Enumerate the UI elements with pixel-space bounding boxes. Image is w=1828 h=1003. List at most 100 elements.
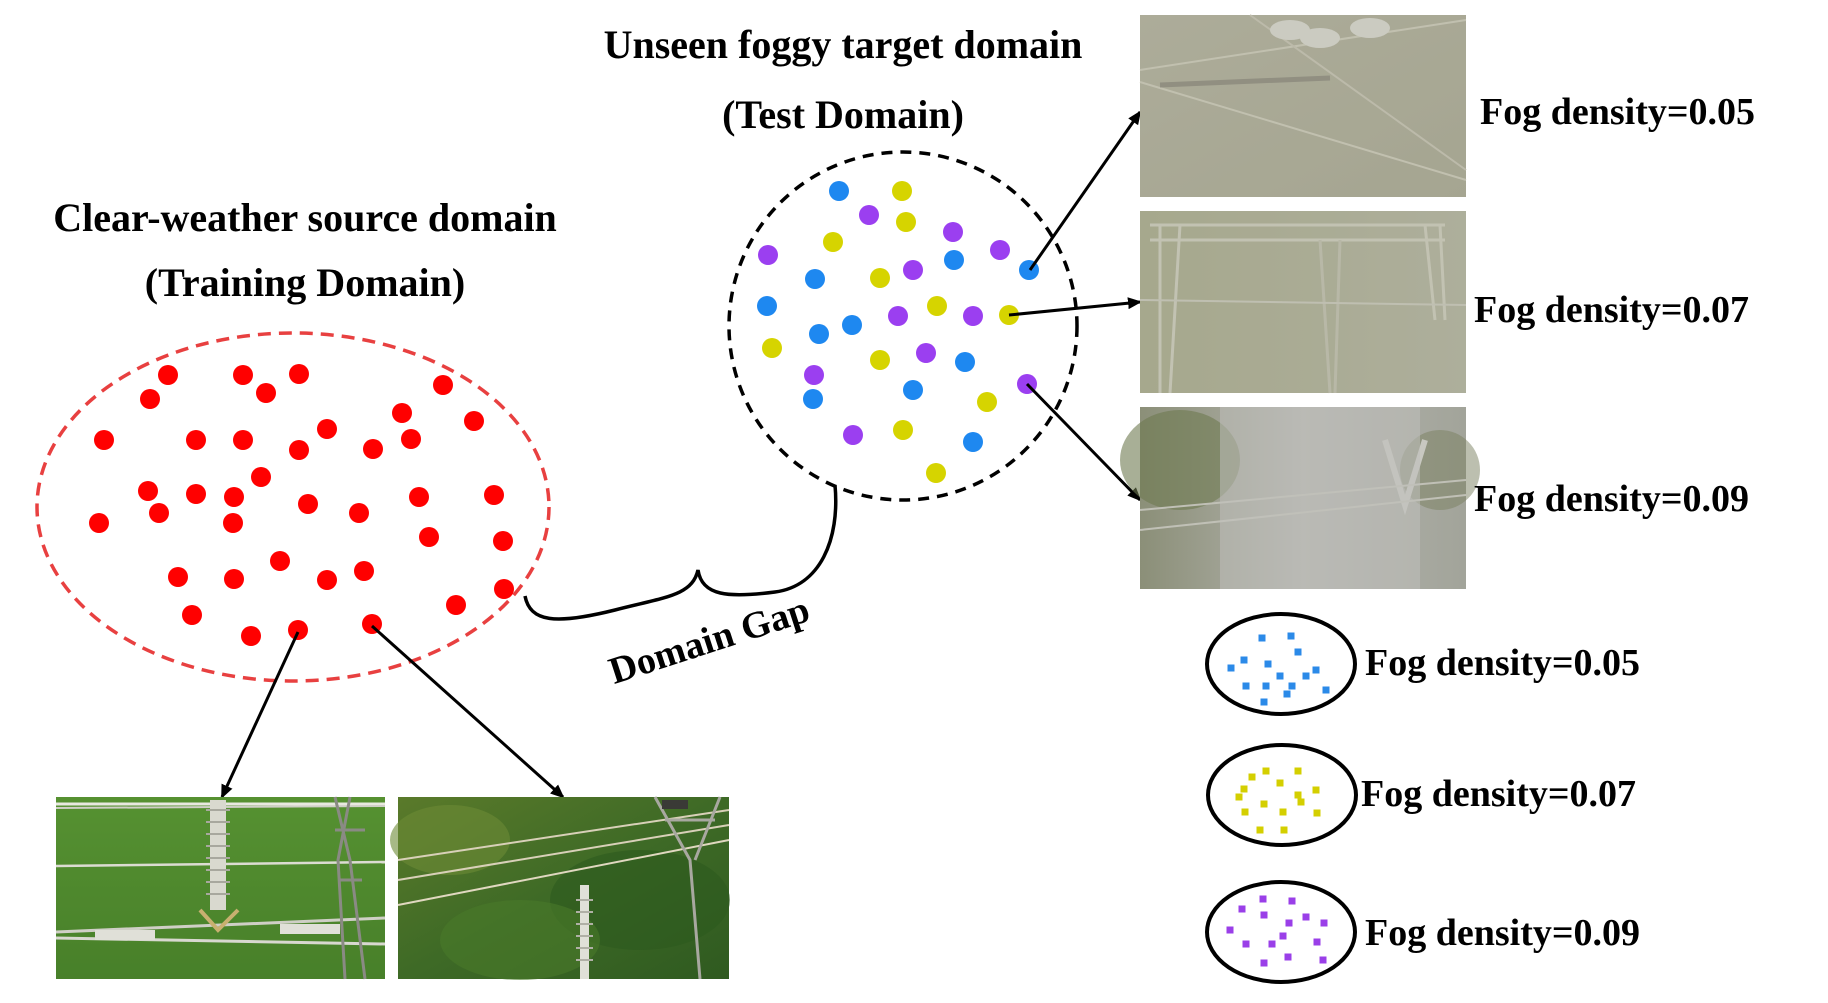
fog-image-2 [1139,211,1467,394]
legend-marker-1 [1276,672,1284,680]
target-sample-dot-purple [859,205,879,225]
legend-marker-3 [1285,919,1293,927]
fog-image-3 [1120,407,1480,589]
target-domain-title: Unseen foggy target domain [604,22,1083,67]
source-sample-dot [94,430,114,450]
target-sample-dot-blue [805,269,825,289]
source-sample-dot [149,503,169,523]
source-sample-dot [289,364,309,384]
legend-marker-3 [1313,938,1321,946]
target-sample-dot-blue [757,296,777,316]
source-sample-dot [223,513,243,533]
source-sample-dot [233,430,253,450]
target-domain-subtitle: (Test Domain) [722,92,964,137]
source-sample-dot [251,467,271,487]
legend-marker-3 [1302,913,1310,921]
target-sample-dot-purple [843,425,863,445]
source-sample-dot [298,494,318,514]
target-domain-samples [757,181,1039,483]
target-sample-dot-purple [943,222,963,242]
legend-marker-1 [1258,634,1266,642]
source-domain-boundary [35,331,551,683]
source-domain-subtitle: (Training Domain) [145,260,465,305]
source-sample-dot [494,579,514,599]
fog-density-legend [1205,612,1358,984]
target-sample-dot-purple [963,306,983,326]
legend-marker-2 [1248,773,1256,781]
clear-weather-image-1 [55,796,386,980]
legend-marker-3 [1268,940,1276,948]
source-sample-dot [433,375,453,395]
source-sample-dot [233,365,253,385]
legend-marker-3 [1319,956,1327,964]
legend-marker-2 [1240,785,1248,793]
arrow-target-to-fog-2 [1008,297,1142,317]
arrow-target-to-fog-3 [1025,382,1142,502]
legend-marker-2 [1241,808,1249,816]
legend-marker-3 [1238,905,1246,913]
source-sample-dot [168,567,188,587]
legend-marker-2 [1262,767,1270,775]
legend-marker-1 [1260,698,1268,706]
source-sample-dot [401,429,421,449]
legend-marker-3 [1284,953,1292,961]
source-sample-dot [89,513,109,533]
clear-weather-image-2 [390,796,730,980]
legend-marker-2 [1256,826,1264,834]
legend-marker-3 [1279,932,1287,940]
target-sample-dot-blue [809,324,829,344]
legend-marker-1 [1242,682,1250,690]
legend-marker-2 [1276,779,1284,787]
source-sample-dot [270,551,290,571]
target-sample-dot-purple [758,245,778,265]
legend-marker-2 [1297,798,1305,806]
domain-gap-brace [523,484,838,621]
target-sample-dot-purple [903,260,923,280]
legend-ellipse-1 [1205,612,1357,716]
source-sample-dot [186,484,206,504]
target-sample-dot-blue [955,352,975,372]
target-sample-dot-blue [803,389,823,409]
source-sample-dot [464,411,484,431]
legend-marker-2 [1312,786,1320,794]
target-sample-dot-purple [804,365,824,385]
source-sample-dot [256,383,276,403]
target-sample-dot-yellow [893,420,913,440]
source-sample-dot [317,570,337,590]
source-sample-dot [446,595,466,615]
source-sample-dot [409,487,429,507]
target-sample-dot-yellow [870,350,890,370]
legend-label-3: Fog density=0.09 [1365,912,1640,954]
legend-marker-2 [1294,767,1302,775]
legend-marker-1 [1287,632,1295,640]
source-sample-dot [354,561,374,581]
arrow-source-to-image-2 [370,624,565,799]
arrow-target-to-fog-1 [1028,110,1142,271]
target-sample-dot-blue [963,432,983,452]
target-sample-dot-yellow [823,232,843,252]
target-sample-dot-blue [842,315,862,335]
legend-marker-1 [1288,682,1296,690]
legend-label-2: Fog density=0.07 [1361,773,1636,815]
legend-marker-1 [1294,648,1302,656]
target-sample-dot-yellow [870,268,890,288]
legend-marker-1 [1262,682,1270,690]
target-sample-dot-blue [944,250,964,270]
target-sample-dot-blue [903,380,923,400]
fog-image-1 [1139,14,1467,197]
legend-ellipse-2 [1206,743,1358,847]
legend-marker-2 [1279,808,1287,816]
fog-image-1-label: Fog density=0.05 [1480,91,1755,133]
source-sample-dot [138,481,158,501]
source-sample-dot [224,487,244,507]
target-sample-dot-yellow [762,338,782,358]
target-sample-dot-yellow [896,212,916,232]
source-sample-dot [140,389,160,409]
target-sample-dot-yellow [892,181,912,201]
source-sample-dot [363,439,383,459]
source-sample-dot [493,531,513,551]
legend-marker-1 [1322,686,1330,694]
source-sample-dot [288,620,308,640]
legend-marker-1 [1302,672,1310,680]
